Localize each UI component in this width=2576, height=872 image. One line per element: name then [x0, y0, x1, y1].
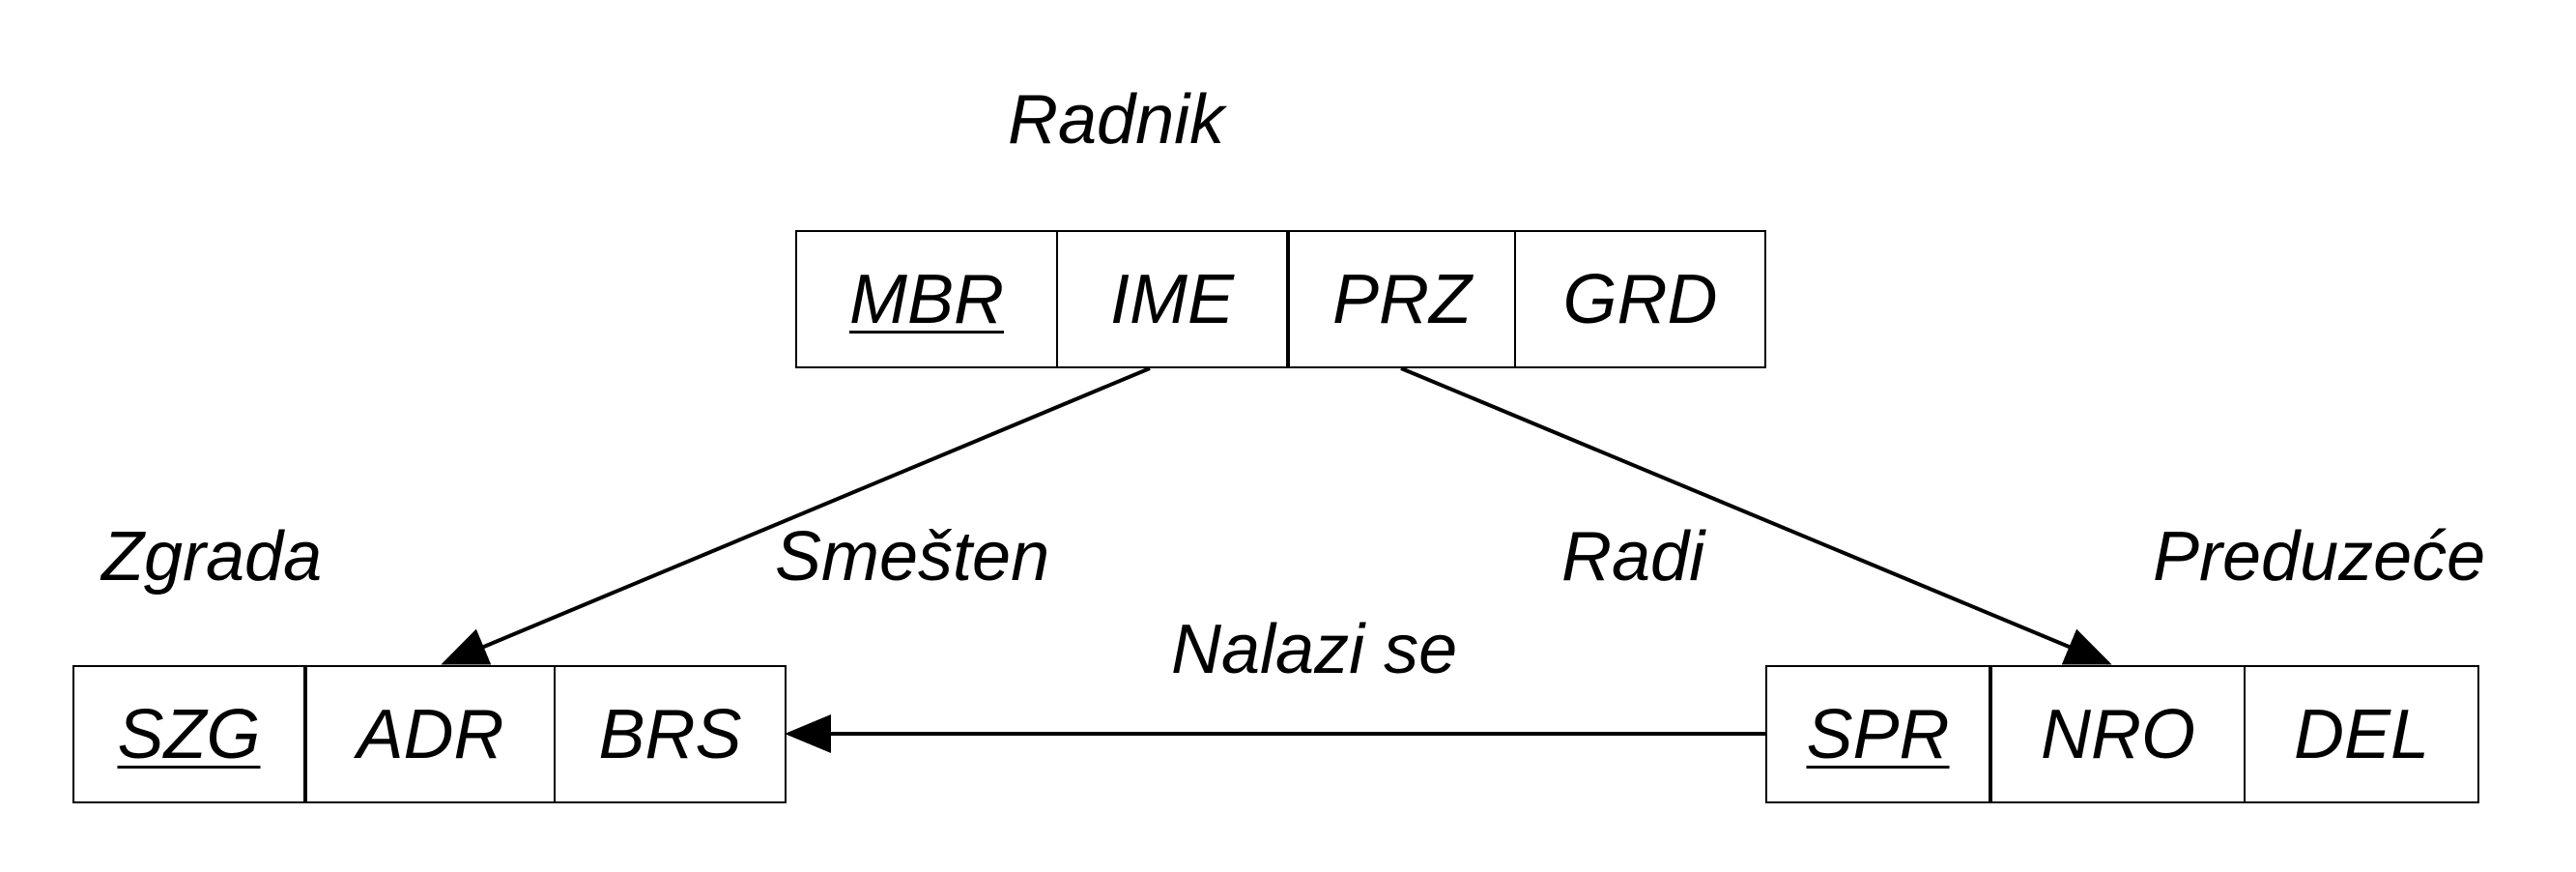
attribute-prz: PRZ — [1290, 232, 1516, 366]
attribute-grd: GRD — [1562, 260, 1718, 338]
entity-name-zgrada: Zgrada — [101, 518, 323, 596]
arrow-radi — [1400, 366, 2112, 665]
relationship-label-radi: Radi — [1561, 518, 1705, 596]
entity-box-radnik: MBR IME PRZ GRD — [795, 230, 1766, 368]
attribute-ime: IME — [1058, 232, 1290, 366]
relationship-label-smesten: Smešten — [775, 518, 1050, 596]
attribute-mbr: MBR — [797, 232, 1058, 366]
attribute-spr: SPR — [1767, 667, 1992, 801]
attribute-adr: ADR — [307, 667, 556, 801]
attribute-nro: NRO — [1992, 667, 2246, 801]
relationship-label-nalazi-se: Nalazi se — [1171, 611, 1458, 688]
attribute-szg: SZG — [74, 667, 307, 801]
entity-box-preduzece: SPR NRO DEL — [1765, 665, 2479, 803]
entity-name-preduzece: Preduzeće — [2153, 518, 2486, 596]
arrow-smesten — [441, 366, 1151, 665]
attribute-del: DEL — [2293, 695, 2430, 773]
attribute-brs: BRS — [598, 695, 742, 773]
entity-name-radnik: Radnik — [1008, 81, 1225, 159]
